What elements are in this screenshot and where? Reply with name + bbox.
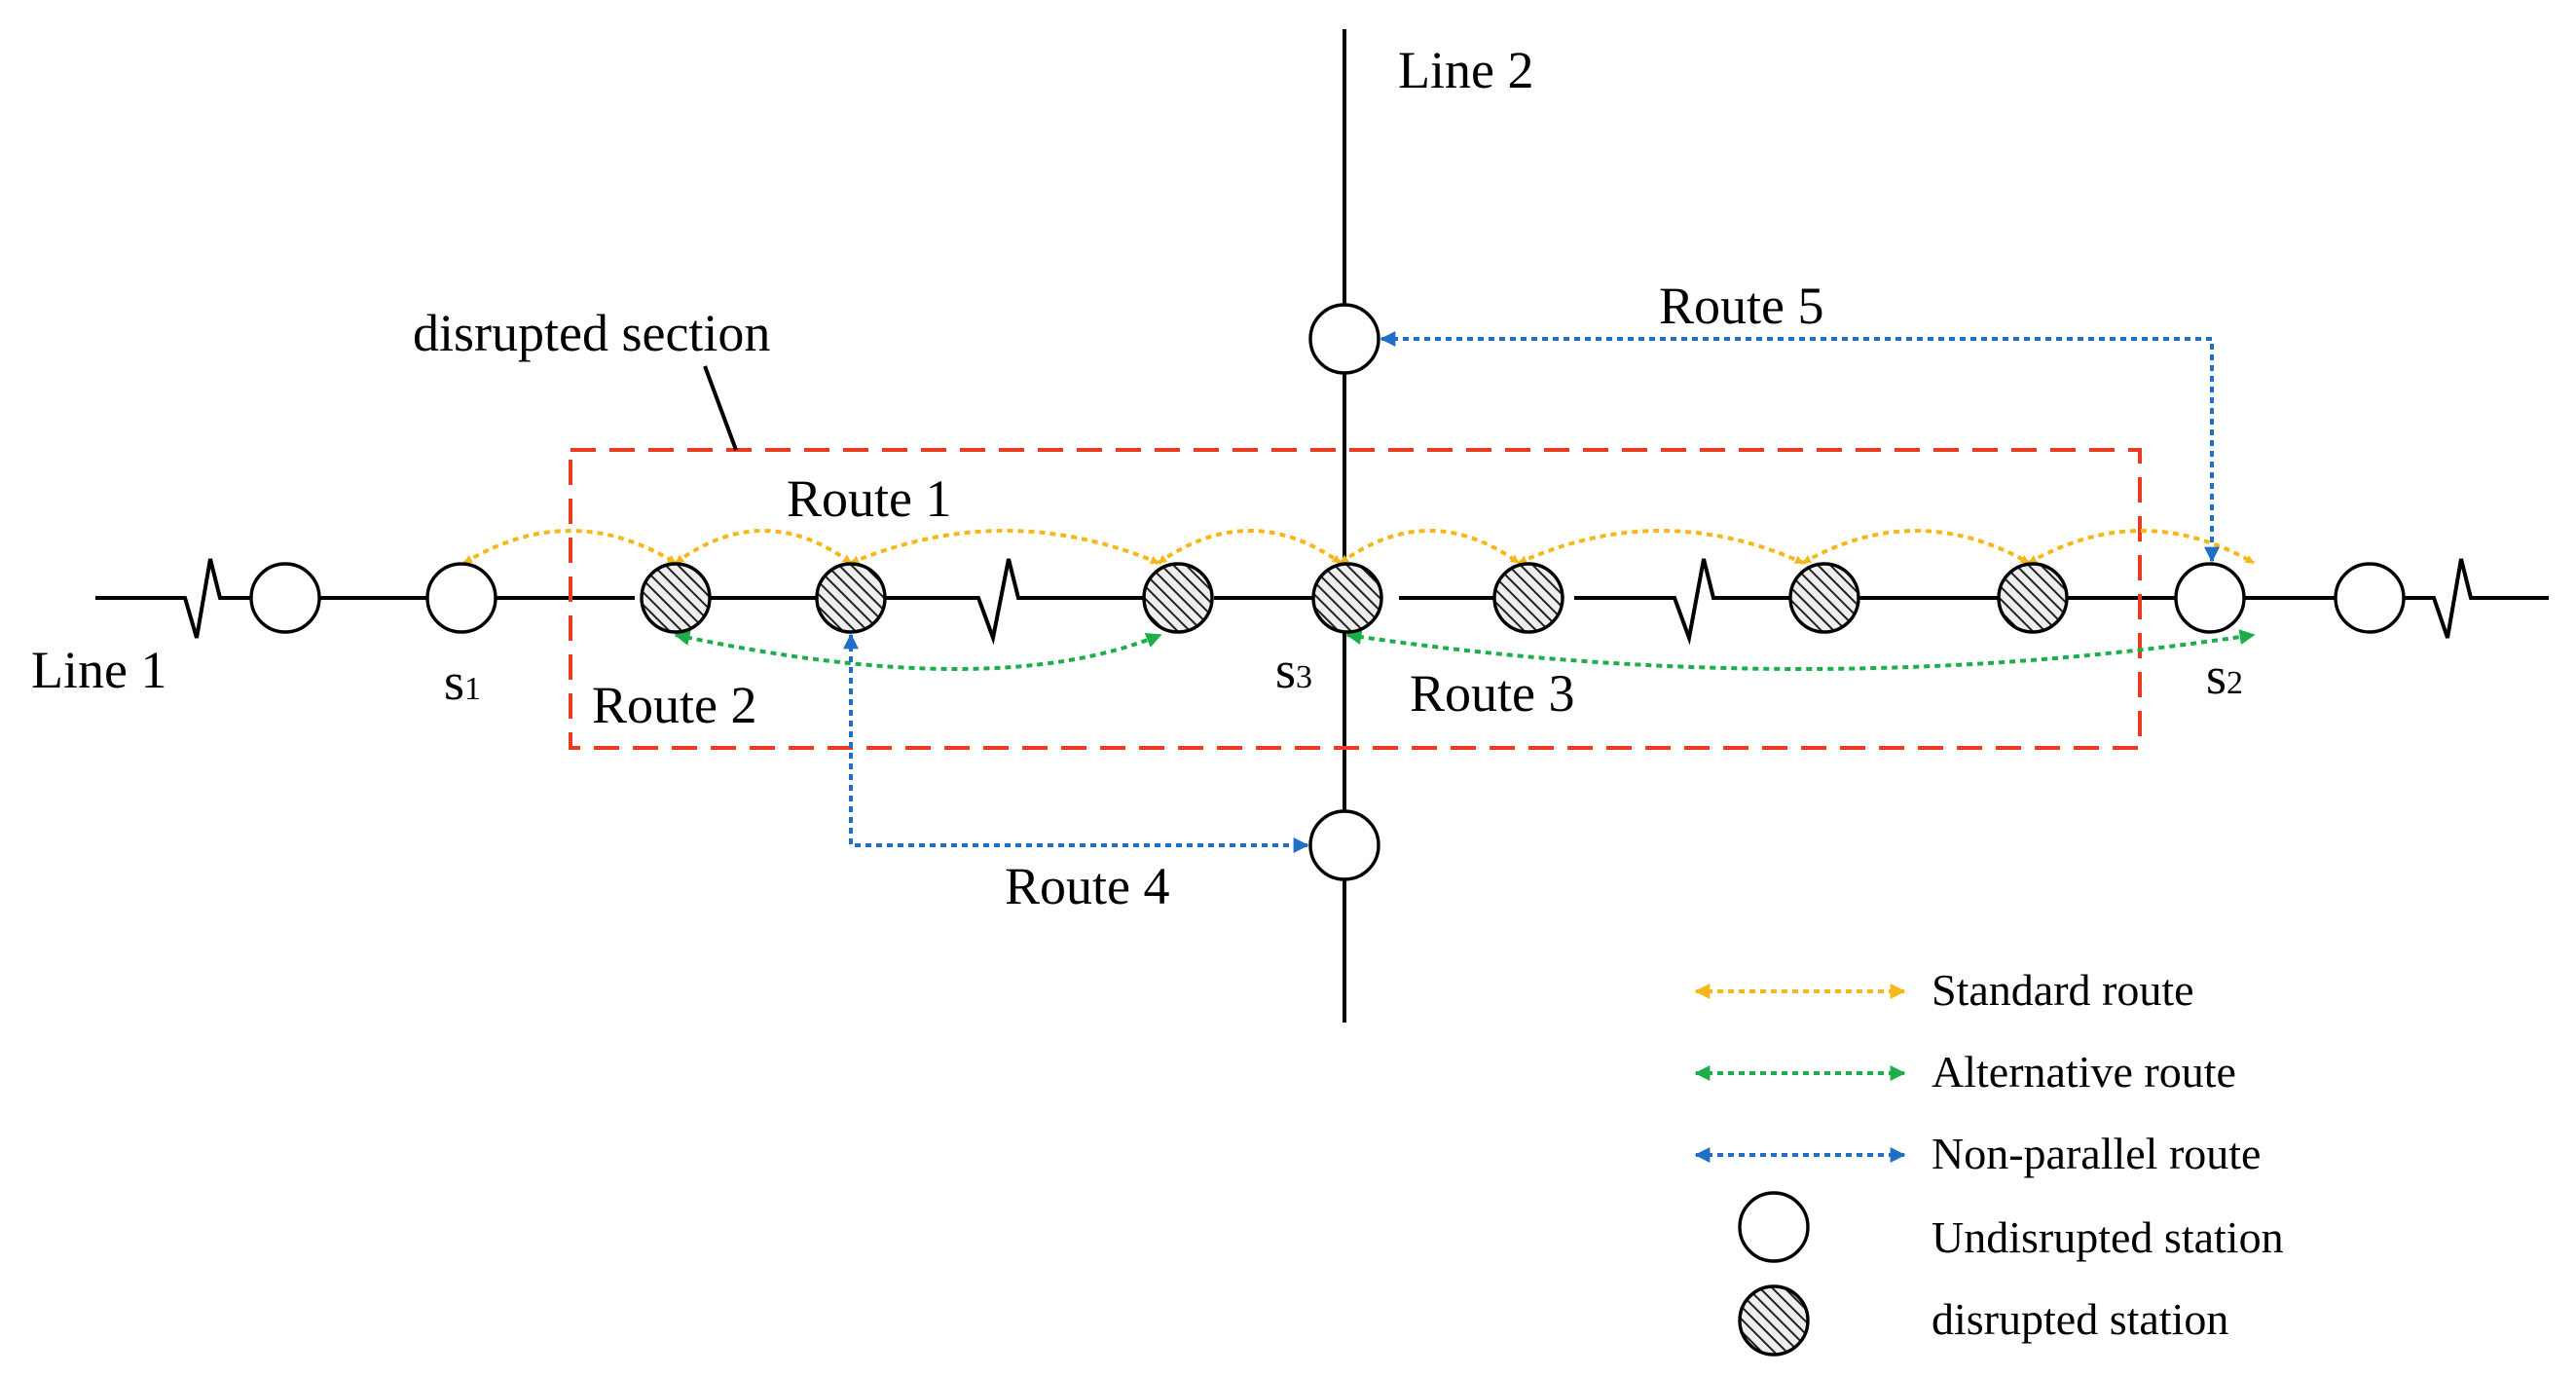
route-1-label: Route 1: [787, 469, 952, 528]
line-1-label: Line 1: [31, 641, 166, 699]
legend-nonparallel-label: Non-parallel route: [1932, 1129, 2261, 1178]
undisrupted-station: [249, 562, 321, 634]
legend-alternative-label: Alternative route: [1932, 1047, 2236, 1097]
disrupted-section-box: [569, 448, 2142, 750]
station-s2-label: s2: [2206, 647, 2243, 705]
route-3-label: Route 3: [1410, 664, 1575, 723]
undisrupted-station: [2334, 562, 2406, 634]
disrupted-section-leader: [703, 365, 738, 451]
undisrupted-station-line2-top: [1308, 303, 1380, 375]
station-s1-label: s1: [444, 652, 481, 711]
station-s3-label: s3: [1275, 641, 1312, 699]
disrupted-station: [1142, 562, 1214, 634]
route-4-label: Route 4: [1005, 857, 1170, 915]
route-2-label: Route 2: [592, 676, 757, 734]
legend-disrupted-label: disrupted station: [1932, 1294, 2228, 1344]
disrupted-station: [1788, 562, 1860, 634]
disrupted-station: [640, 562, 712, 634]
undisrupted-station-line2-bottom: [1308, 809, 1380, 881]
stations: [249, 303, 2406, 881]
line-1-track: [95, 558, 2549, 646]
standard-routes: [462, 529, 2255, 565]
legend-standard-label: Standard route: [1932, 965, 2194, 1015]
undisrupted-station-s1: [425, 562, 497, 634]
legend-undisrupted-label: Undisrupted station: [1932, 1212, 2284, 1262]
disrupted-station: [815, 562, 887, 634]
nonparallel-routes: [843, 331, 2220, 853]
disrupted-section-label: disrupted section: [413, 304, 770, 362]
legend-undisrupted-swatch: [1738, 1191, 1810, 1263]
legend-disrupted-swatch: [1738, 1284, 1810, 1357]
disrupted-station: [1492, 562, 1564, 634]
disrupted-station: [1997, 562, 2069, 634]
legend: Standard route Alternative route Non-par…: [1694, 965, 2284, 1357]
undisrupted-station-s2: [2174, 562, 2246, 634]
line-2-label: Line 2: [1398, 41, 1533, 99]
disrupted-station-s3: [1311, 562, 1383, 634]
route-5-label: Route 5: [1659, 277, 1824, 335]
